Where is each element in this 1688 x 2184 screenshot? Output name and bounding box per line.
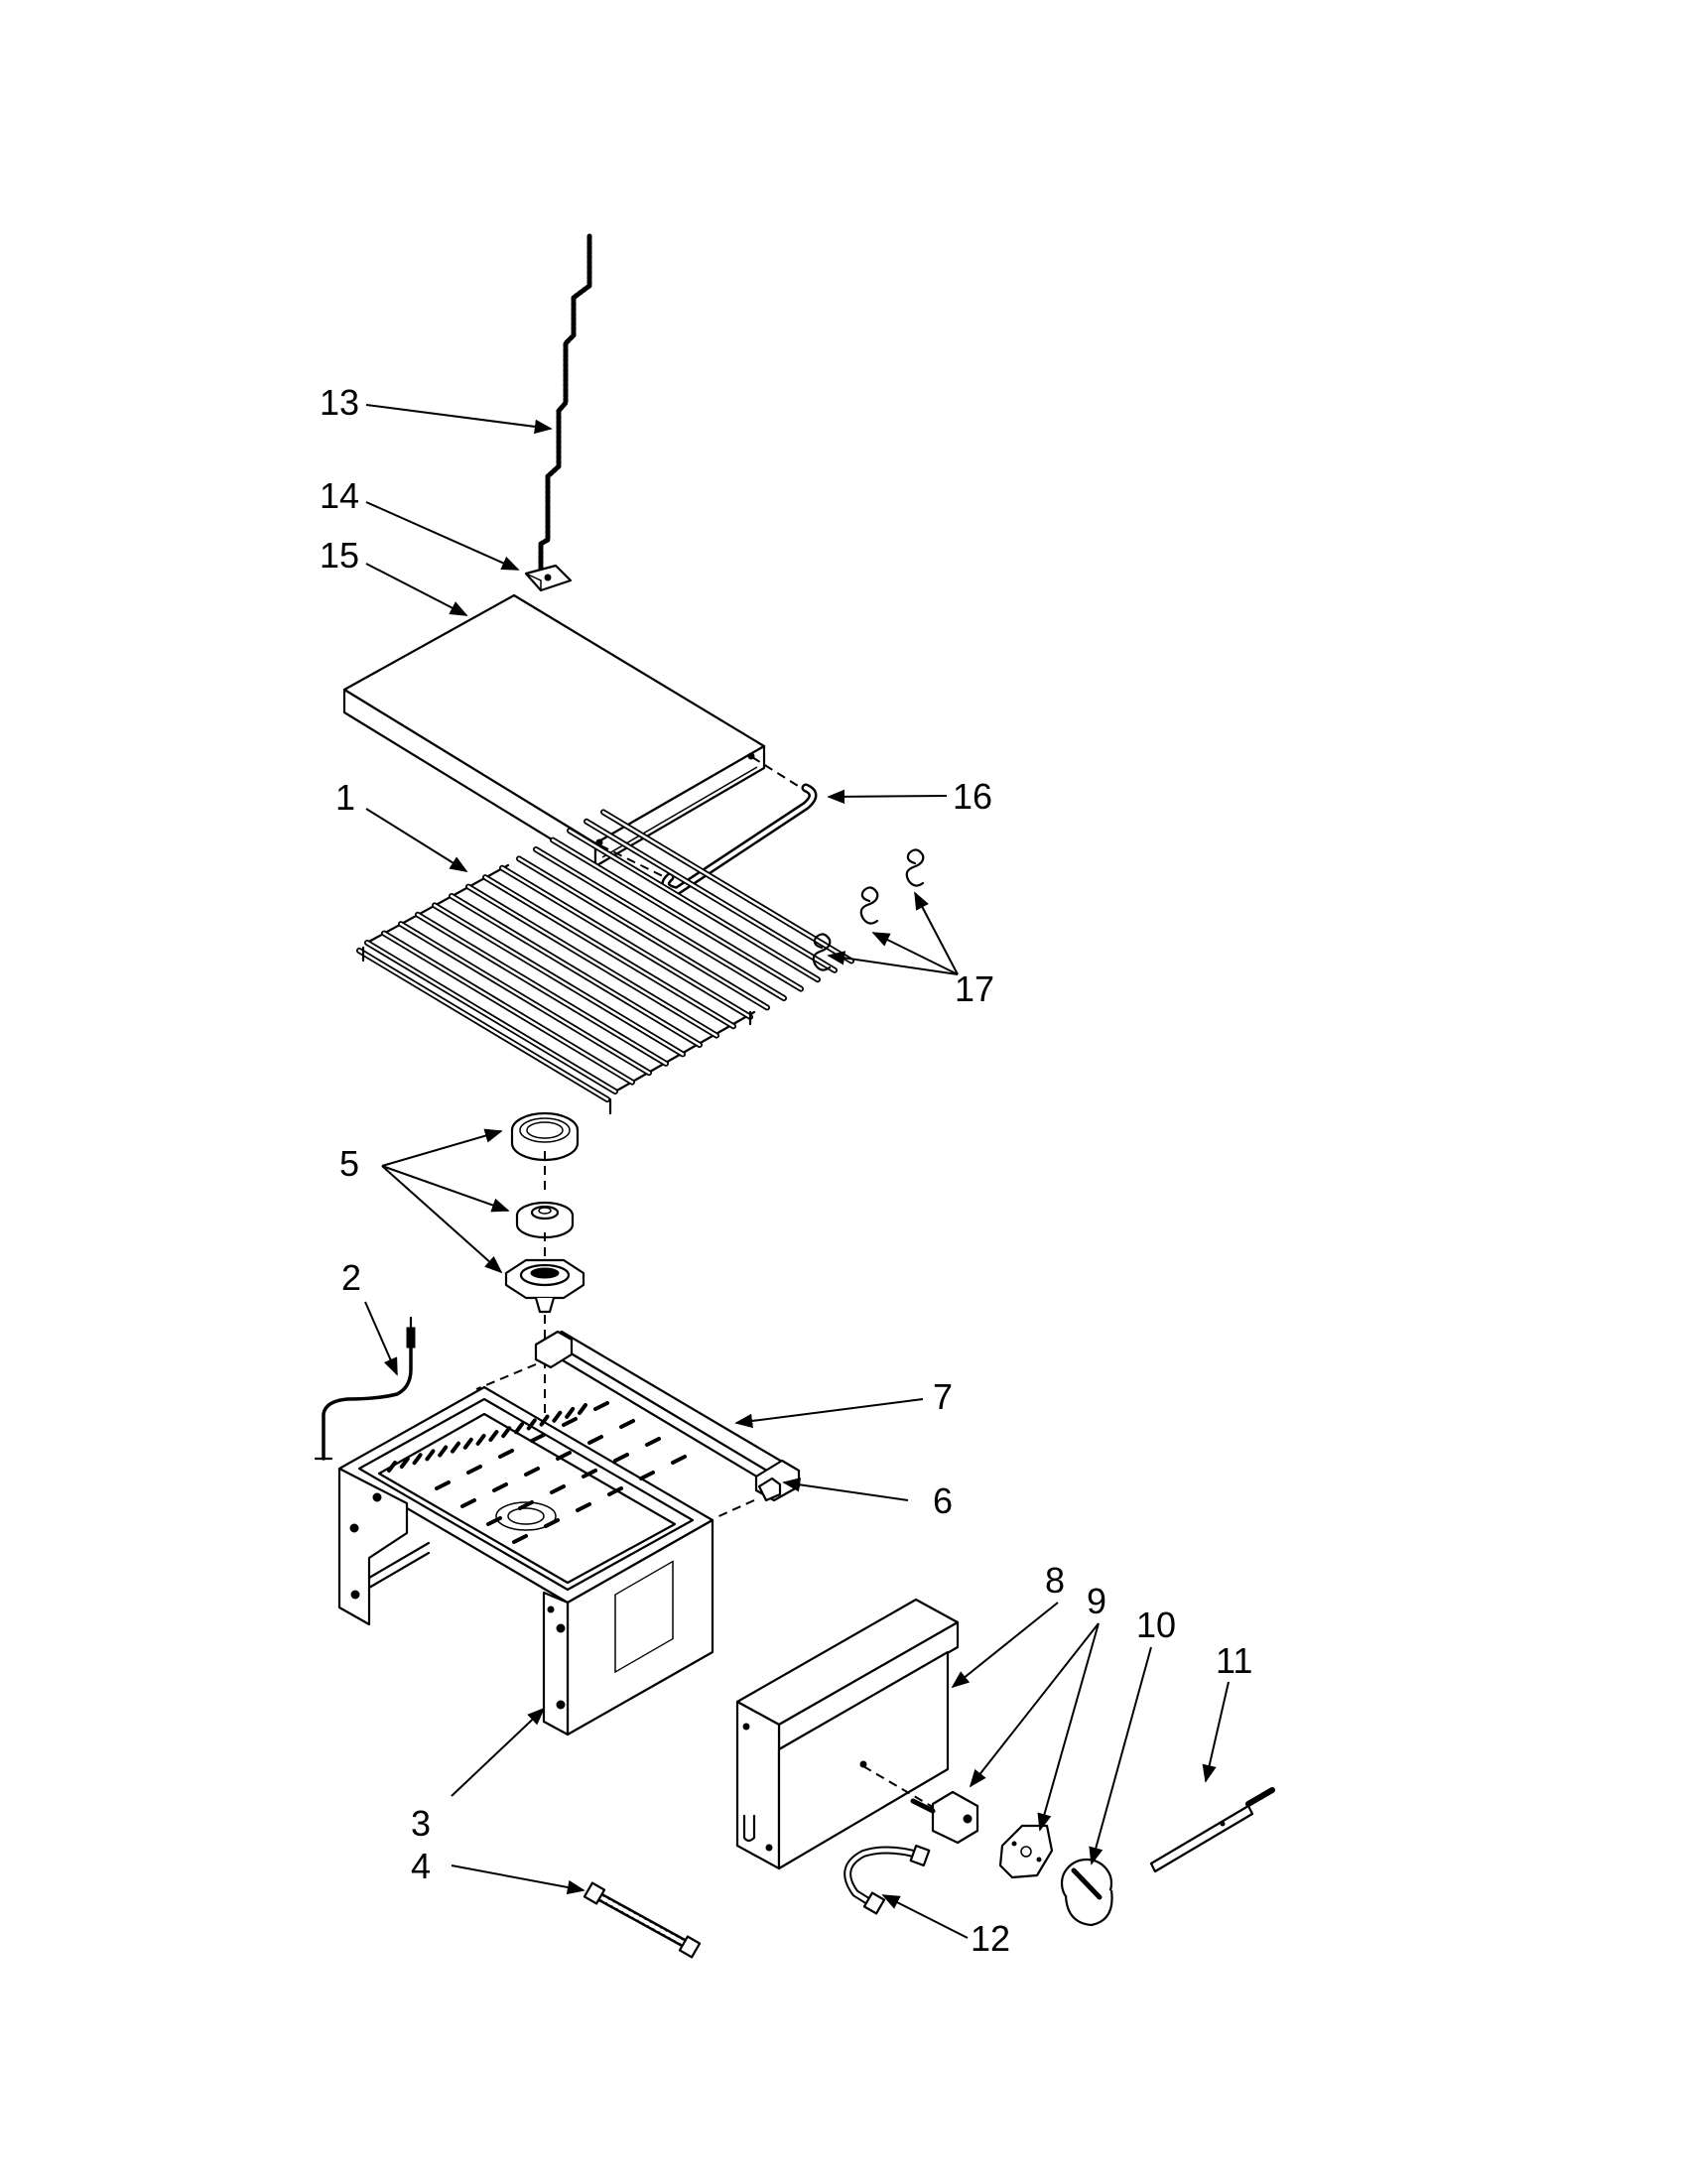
rim-slot [451, 1441, 460, 1454]
rim-slot [514, 1422, 524, 1435]
callout-9: 9 [1087, 1581, 1106, 1621]
leader-lines [364, 404, 1230, 1939]
callout-5: 5 [339, 1143, 359, 1184]
callout-4: 4 [411, 1846, 431, 1886]
grate-bar [584, 820, 837, 972]
rim-slot [425, 1449, 436, 1462]
part-9-valve [910, 1790, 1054, 1879]
burner-cap [510, 1111, 580, 1162]
grate-bar [450, 894, 702, 1047]
callout-12: 12 [971, 1918, 1010, 1959]
vent-slot [524, 1467, 540, 1477]
grate-bar [568, 829, 820, 981]
callout-3: 3 [411, 1803, 431, 1844]
rim-slot [412, 1453, 423, 1466]
rim-slot [552, 1410, 563, 1423]
rim-slot [539, 1414, 550, 1427]
callout-14: 14 [320, 475, 359, 516]
callout-6: 6 [933, 1480, 953, 1521]
callout-16: 16 [953, 776, 992, 817]
grate-bar [483, 875, 735, 1028]
rim-slot [565, 1406, 576, 1419]
part-16-handle [599, 756, 818, 896]
vent-slot [582, 1469, 597, 1478]
vent-slot [512, 1534, 528, 1544]
vent-slot [639, 1471, 655, 1480]
body-vents [435, 1401, 687, 1544]
vent-slot [645, 1437, 661, 1447]
burner-base [504, 1258, 585, 1314]
rim-slot [526, 1418, 537, 1431]
grate-bar [466, 885, 718, 1037]
vent-slot [518, 1500, 534, 1510]
vent-slot [576, 1502, 591, 1512]
callout-7: 7 [933, 1376, 953, 1417]
grate-bar [534, 847, 786, 1000]
part-5-burner-assembly [504, 1111, 585, 1488]
vent-slot [435, 1480, 451, 1490]
part-12-gas-hose [844, 1844, 931, 1915]
callout-1: 1 [335, 777, 355, 818]
part-13-chain [538, 233, 592, 578]
vent-slot [486, 1516, 502, 1526]
burner-head [515, 1201, 575, 1239]
vent-slot [613, 1453, 629, 1463]
part-7-burner-tube [475, 1330, 796, 1519]
grate-bar [365, 941, 617, 1093]
vent-slot [492, 1482, 508, 1492]
rim-slot [462, 1437, 473, 1450]
grate-bar [601, 811, 853, 963]
vent-slot [466, 1465, 482, 1475]
callout-labels: 13 14 15 16 1 17 5 2 7 6 8 9 10 11 3 4 1… [320, 382, 1252, 1959]
part-14-clip [524, 564, 573, 592]
vent-slot [562, 1417, 578, 1427]
rim-slot [578, 1403, 587, 1415]
vent-slot [671, 1455, 687, 1465]
vent-slot [550, 1484, 566, 1494]
vent-slot [556, 1451, 572, 1461]
vent-slot [460, 1498, 476, 1508]
grate-bar [382, 932, 634, 1084]
rim-slot [488, 1430, 499, 1443]
part-1-grate [356, 809, 854, 1115]
callout-10: 10 [1136, 1605, 1176, 1645]
grate-bar [517, 857, 769, 1009]
rim-slot [399, 1457, 410, 1470]
part-17-s-hooks [812, 848, 925, 971]
grate-bars [364, 809, 854, 1094]
vent-slot [587, 1435, 603, 1445]
grate-bar [433, 904, 685, 1056]
part-4-hose [583, 1881, 702, 1959]
callout-8: 8 [1045, 1560, 1065, 1601]
part-8-control-panel [735, 1598, 960, 1870]
part-2-igniter-wire [314, 1316, 416, 1461]
callout-17: 17 [955, 968, 994, 1009]
rim-slot [501, 1426, 512, 1439]
part-11-rod [1149, 1787, 1275, 1873]
rim-slot [475, 1433, 486, 1446]
grate-bar [500, 866, 752, 1019]
body-slots [387, 1403, 587, 1473]
part-10-knob [1060, 1858, 1113, 1927]
callout-15: 15 [320, 535, 359, 576]
callout-13: 13 [320, 382, 359, 423]
callout-11: 11 [1216, 1640, 1252, 1681]
grate-bar [399, 922, 651, 1075]
vent-slot [619, 1419, 635, 1429]
vent-slot [530, 1433, 546, 1443]
vent-slot [498, 1449, 514, 1459]
grate-bar [551, 838, 803, 990]
rim-slot [387, 1461, 397, 1473]
rim-slot [438, 1445, 449, 1458]
part-3-body [337, 1385, 714, 1736]
callout-2: 2 [341, 1257, 361, 1298]
part-15-cover [342, 593, 766, 868]
grate-bar [416, 913, 668, 1066]
vent-slot [593, 1401, 609, 1411]
vent-slot [607, 1486, 623, 1496]
